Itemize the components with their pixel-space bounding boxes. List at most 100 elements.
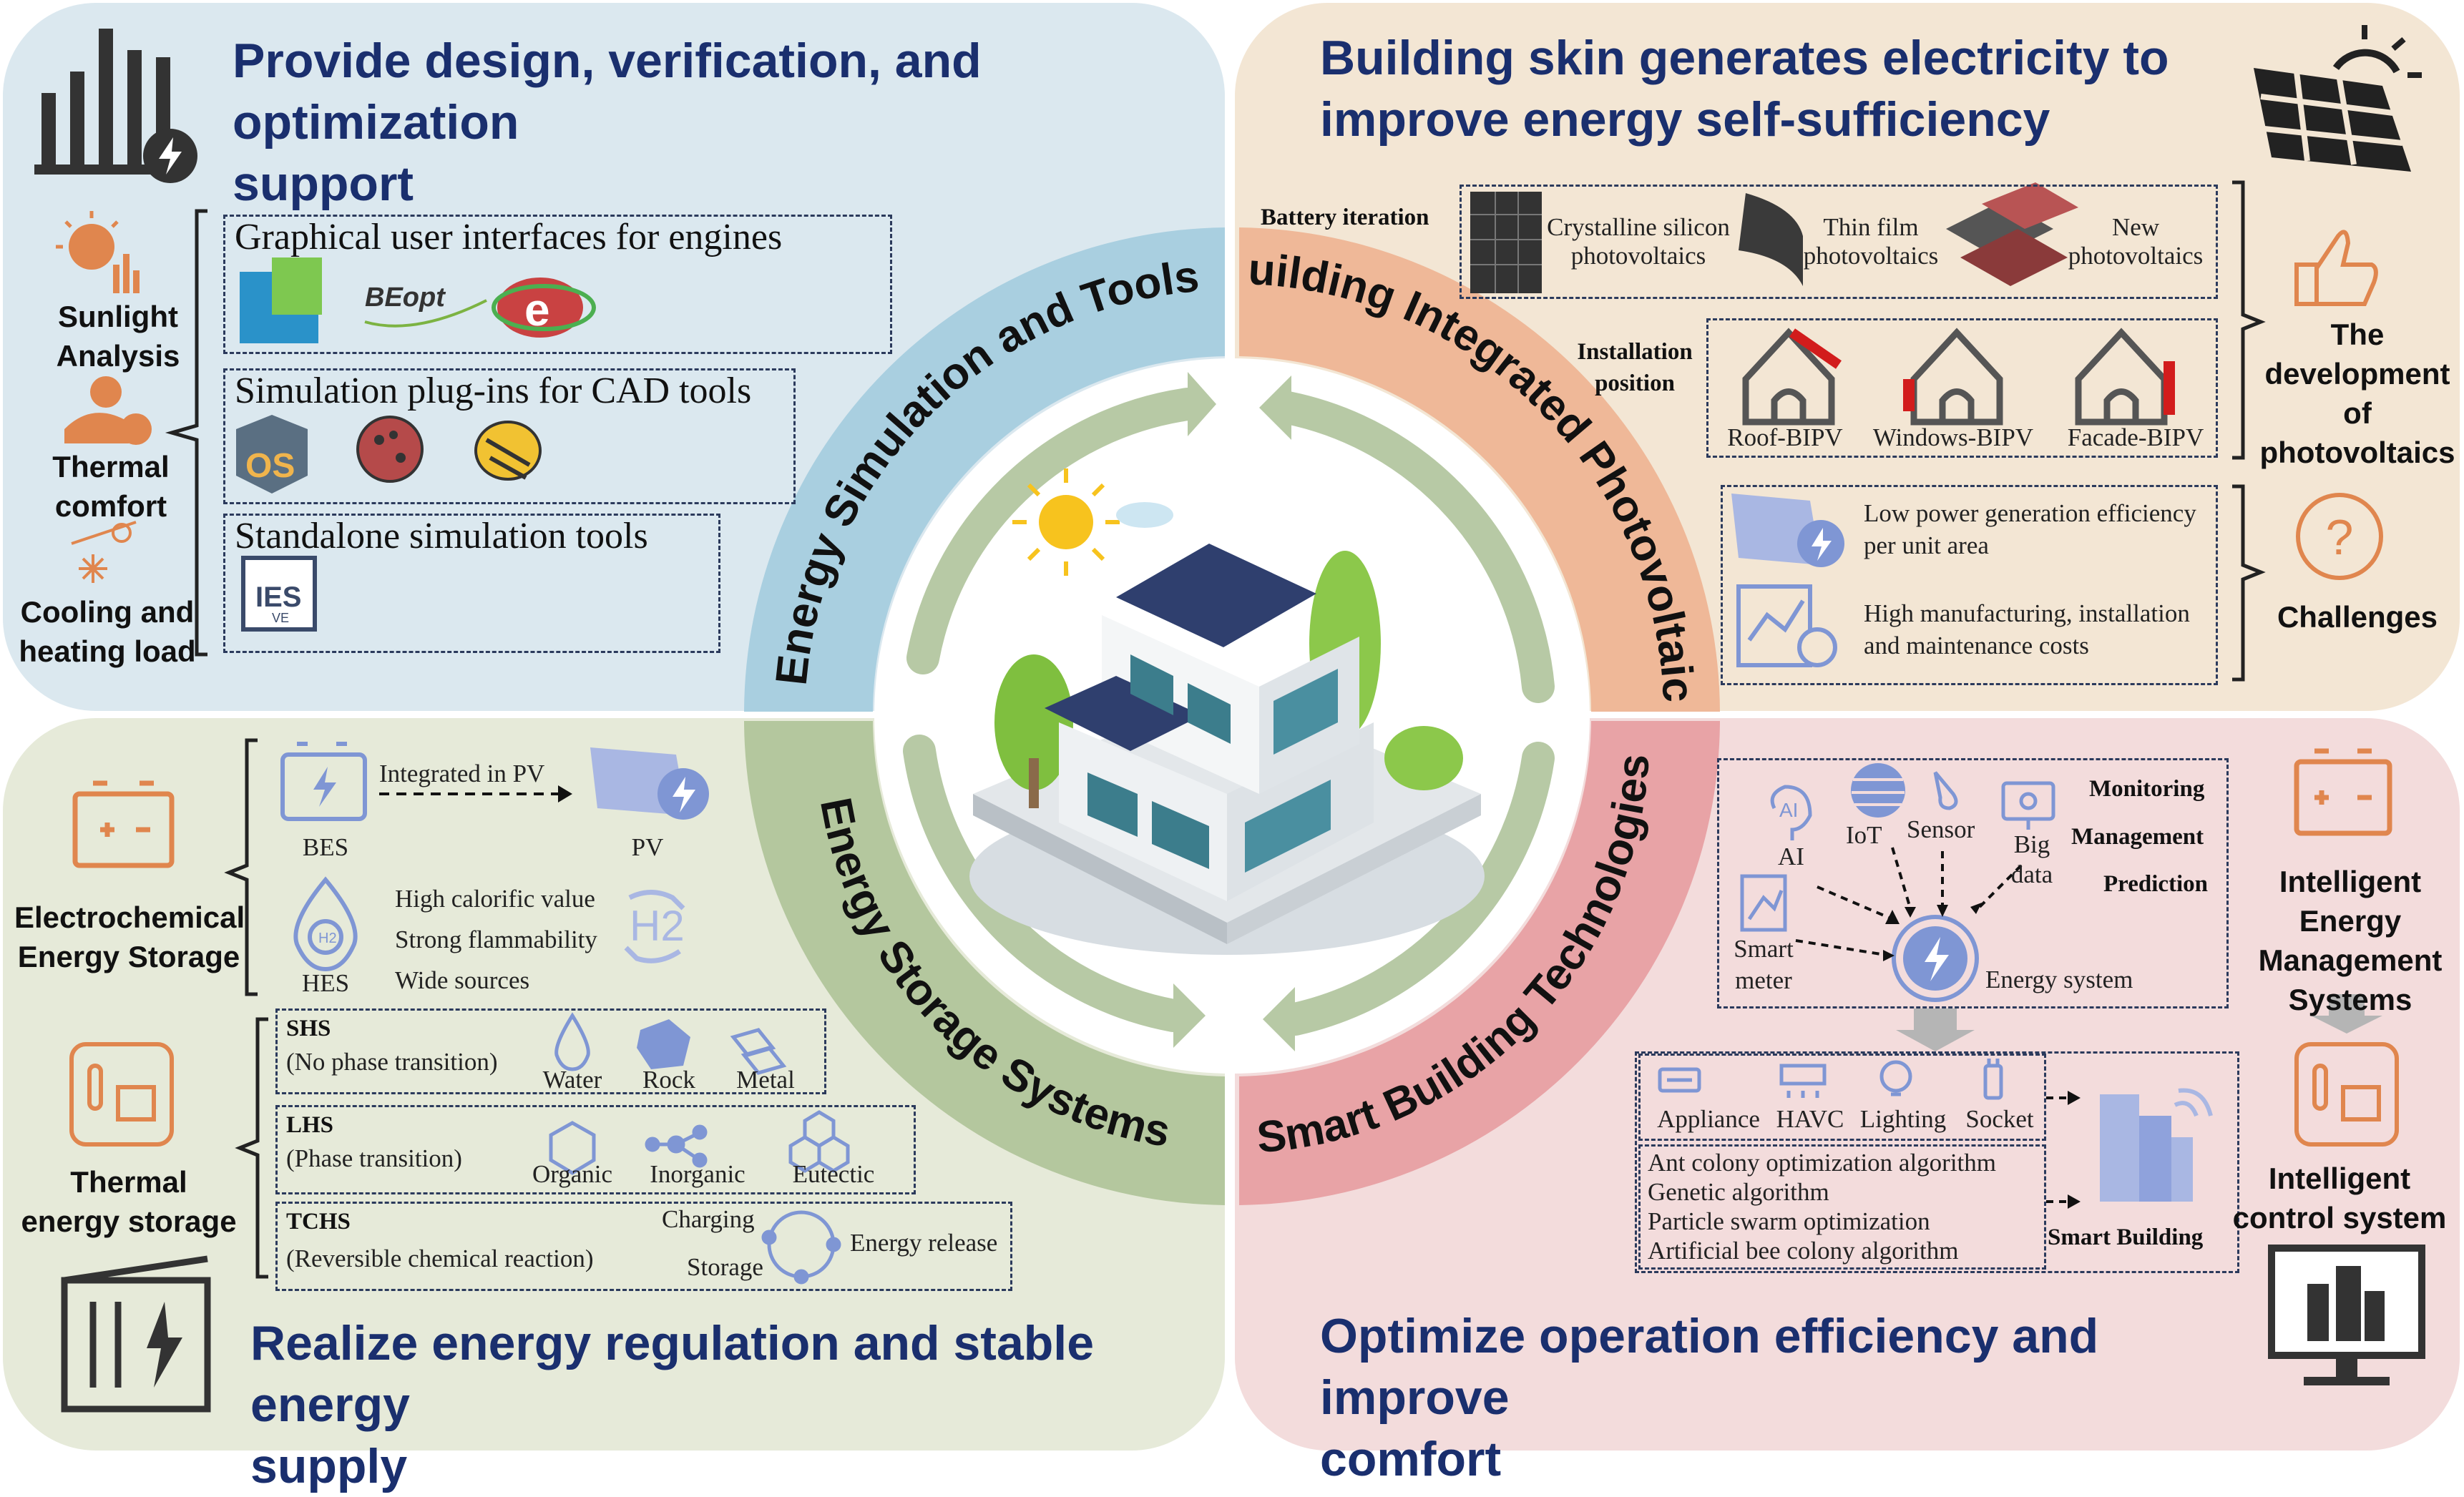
- cycle-arrow-bottom-left: [903, 735, 1190, 1032]
- ring-segment-smart: [1239, 721, 1720, 1205]
- shs-title: SHS: [286, 1016, 331, 1041]
- algorithm-list: Ant colony optimization algorithm Geneti…: [1648, 1148, 1996, 1265]
- tchs-title: TCHS: [286, 1209, 351, 1235]
- iot-globe-icon: [1851, 763, 1905, 818]
- ladybug-logo: [356, 416, 424, 483]
- q4-title-line2: comfort: [1320, 1432, 1502, 1486]
- crystalline-panel-image: [1470, 192, 1542, 293]
- standalone-tools-label: Standalone simulation tools: [235, 516, 648, 556]
- honeybee-logo: [474, 421, 542, 481]
- metal-icon: [730, 1028, 787, 1075]
- energy-system-label: Energy system: [1985, 966, 2133, 993]
- bes-icon: [280, 742, 367, 821]
- shs-item-metal: Metal: [736, 1066, 795, 1094]
- brace-challenges: [2232, 484, 2266, 682]
- crystalline-pv-label: Crystalline silicon photovoltaics: [1547, 213, 1730, 270]
- shs-item-rock: Rock: [642, 1066, 695, 1094]
- intelligent-control-icon: [2294, 1042, 2399, 1147]
- device-havc: HAVC: [1776, 1105, 1844, 1133]
- monitoring-label: Monitoring: [2089, 776, 2205, 802]
- openstudio-gui-logo: [240, 257, 322, 343]
- gui-engines-label: Graphical user interfaces for engines: [235, 217, 783, 257]
- beopt-logo: BEopt: [364, 283, 487, 328]
- smart-meter-icon: [1740, 874, 1787, 932]
- battery-icon: [72, 780, 175, 868]
- shs-subtitle: (No phase transition): [286, 1048, 498, 1076]
- svg-text:H2: H2: [630, 902, 685, 950]
- box-installation: [1706, 318, 2218, 458]
- hes-label: HES: [301, 969, 350, 997]
- sunlight-icon: [56, 211, 140, 293]
- battery-iteration-label: Battery iteration: [1261, 205, 1429, 230]
- new-pv-label: New photovoltaics: [2068, 213, 2204, 270]
- prediction-label: Prediction: [2103, 871, 2209, 897]
- ring-segment-storage: [744, 721, 1225, 1205]
- cycle-arrow-head-2: [1259, 376, 1291, 440]
- device-lighting: Lighting: [1859, 1105, 1947, 1133]
- down-arrow-icon: [1896, 1008, 1975, 1051]
- smart-meter-label: Smart meter: [1734, 935, 1794, 994]
- label-intelligent-control: Intelligent control system: [2232, 1162, 2447, 1235]
- q2-title: Building skin generates electricity to i…: [1320, 27, 2214, 150]
- thermal-comfort-icon: [64, 376, 152, 445]
- iot-label: IoT: [1846, 821, 1882, 849]
- building-illustration: [969, 468, 1485, 955]
- cycle-arrow-bottom-right: [1279, 742, 1555, 1036]
- label-iems: Intelligent Energy Management Systems: [2258, 865, 2443, 1016]
- hes-properties: High calorific value Strong flammability…: [395, 878, 597, 1001]
- brace-development: [2232, 180, 2266, 460]
- thermal-storage-icon: [69, 1042, 174, 1147]
- box-devices: [1638, 1054, 2046, 1141]
- openstudio-sketchup-logo: OS: [236, 415, 308, 494]
- svg-text:IES: IES: [255, 581, 301, 613]
- monitor-building-icon: [2268, 1245, 2425, 1385]
- sensor-icon: [1933, 771, 1958, 810]
- big-data-label: Big data: [2010, 830, 2053, 888]
- svg-text:OS: OS: [245, 447, 295, 485]
- thin-film-pv-label: Thin film photovoltaics: [1803, 213, 1939, 270]
- cycle-arrow-top-right: [1271, 391, 1555, 703]
- q1-title-line1: Provide design, verification, and optimi…: [233, 34, 982, 149]
- windows-bipv-label: Windows-BIPV: [1872, 423, 2034, 451]
- rock-icon: [637, 1019, 690, 1069]
- svg-text:BEopt: BEopt: [365, 283, 446, 313]
- q4-title: Optimize operation efficiency and improv…: [1320, 1305, 2250, 1490]
- roof-bipv-house: [1742, 328, 1842, 426]
- thin-film-panel-image: [1739, 193, 1803, 286]
- cooling-heating-icon: [71, 521, 137, 583]
- cycle-arrow-top-left: [906, 388, 1204, 674]
- hes-property: Wide sources: [395, 966, 530, 994]
- q1-title: Provide design, verification, and optimi…: [233, 30, 1220, 215]
- q1-title-line2: support: [233, 157, 414, 211]
- ai-label: AI: [1778, 843, 1804, 870]
- cad-plugins-label: Simulation plug-ins for CAD tools: [235, 370, 752, 411]
- h2-cycle-icon: H2: [624, 890, 685, 963]
- q3-title-line2: supply: [250, 1439, 408, 1493]
- installation-position-label: Installation position: [1577, 339, 1693, 396]
- new-pv-panel-image: [1946, 182, 2078, 286]
- cycle-arrow-head-3: [1173, 983, 1206, 1048]
- box-cad-plugins: [223, 368, 796, 504]
- challenge-efficiency: Low power generation efficiency per unit…: [1864, 499, 2196, 559]
- iems-battery-icon: [2294, 748, 2392, 836]
- lhs-item-organic: Organic: [532, 1160, 613, 1188]
- brace-electro: [224, 738, 258, 996]
- central-ring: Energy Simulation and Tools Building Int…: [0, 0, 2425, 1413]
- brace-thermal: [235, 1017, 268, 1279]
- appliance-icon: [1658, 1067, 1701, 1093]
- box-shs: [275, 1008, 826, 1094]
- q3-title: Realize energy regulation and stable ene…: [250, 1312, 1209, 1497]
- algorithm-item: Ant colony optimization algorithm: [1648, 1149, 1997, 1177]
- smart-building-label: Smart Building: [2048, 1224, 2204, 1250]
- cycle-arrow-head-1: [1188, 372, 1216, 436]
- roof-bipv-label: Roof-BIPV: [1727, 423, 1843, 451]
- lhs-item-eutectic: Eutectic: [792, 1160, 875, 1188]
- label-electrochemical-storage: Electrochemical Energy Storage: [14, 900, 245, 973]
- tchs-storage: Storage: [687, 1253, 763, 1281]
- label-cooling-heating-load: Cooling and heating load: [19, 595, 196, 668]
- algorithm-item: Particle swarm optimization: [1648, 1207, 1930, 1235]
- svg-text:AI: AI: [1779, 799, 1798, 821]
- box-lhs: [275, 1105, 916, 1194]
- sensor-label: Sensor: [1907, 815, 1975, 843]
- ies-ve-logo: IES VE: [241, 556, 317, 632]
